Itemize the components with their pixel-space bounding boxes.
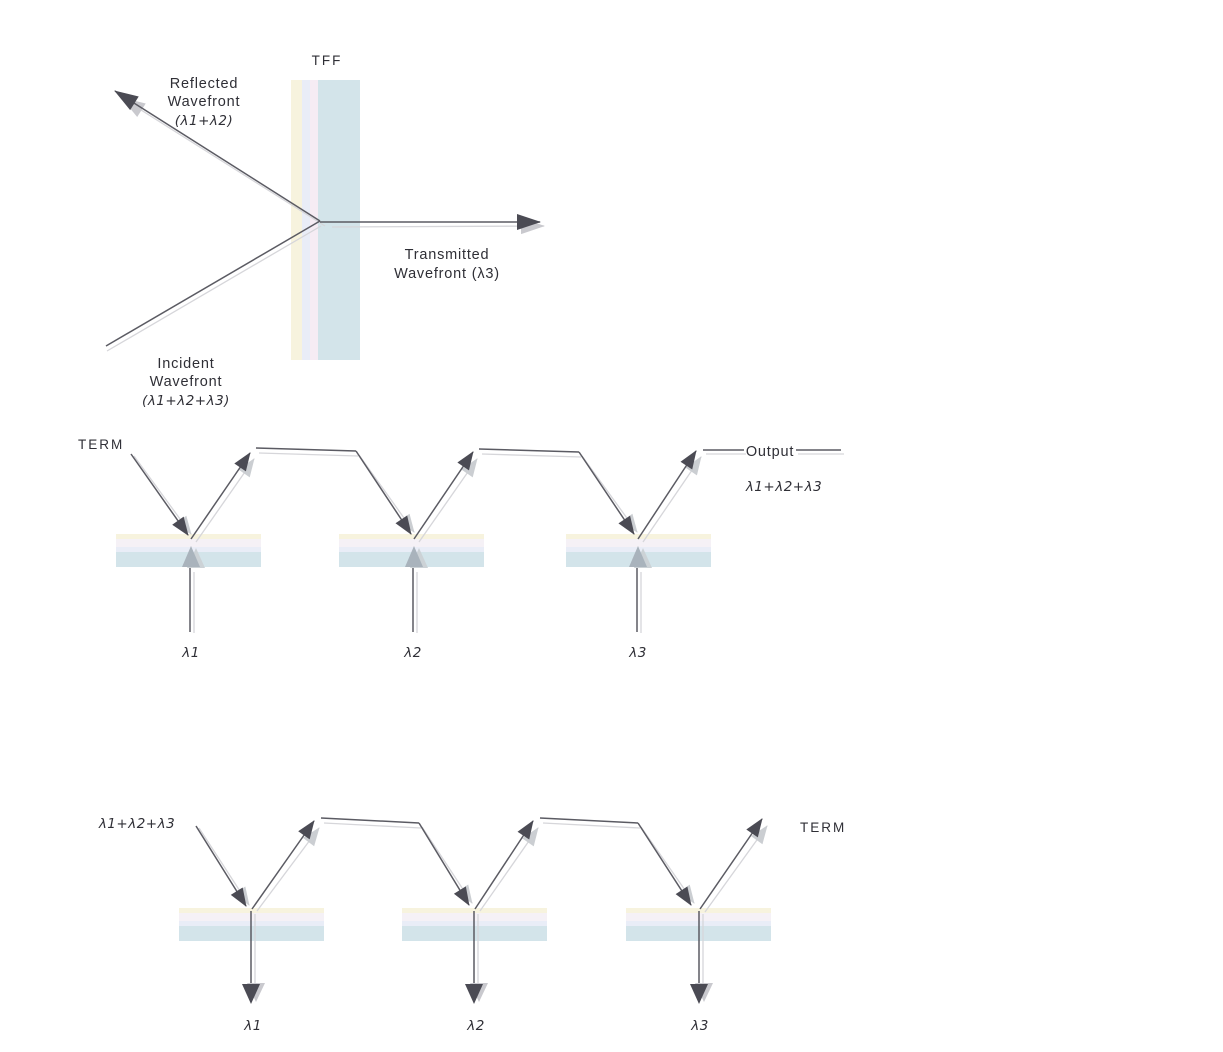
incident-ray-line bbox=[105, 220, 321, 347]
demux-bounce2-down bbox=[637, 822, 692, 906]
mux-bounce1-down bbox=[355, 450, 412, 535]
demux-bounce1-up-shadow bbox=[256, 827, 320, 912]
filter-layer-yellow bbox=[626, 908, 771, 913]
mux-diagram: TERM Output λ1+λ2+λ3 λ1 λ2 λ3 bbox=[78, 437, 844, 661]
mux-ridge1-shadow bbox=[258, 452, 359, 457]
transmitted-ray-shadow bbox=[331, 218, 545, 235]
demux-bounce1-down bbox=[418, 822, 470, 906]
filter-layer-yellow bbox=[116, 534, 261, 539]
reflected-ray-shadow bbox=[121, 97, 326, 227]
filter-layer-yellow bbox=[179, 908, 324, 913]
reflected-wavelengths: (λ1+λ2) bbox=[175, 113, 234, 129]
incident-wavelengths: (λ1+λ2+λ3) bbox=[142, 393, 230, 409]
mux-output-label: Output bbox=[746, 444, 794, 460]
filter-layer-yellow bbox=[339, 534, 484, 539]
filter-layer-white bbox=[566, 539, 711, 547]
demux-input-ray bbox=[195, 825, 247, 907]
demux-diagram: λ1+λ2+λ3 TERM λ1 λ2 λ3 bbox=[98, 816, 846, 1034]
mux-ridge1 bbox=[255, 447, 357, 452]
demux-bounce1-up bbox=[251, 820, 315, 910]
filter-layer-lavender bbox=[339, 547, 484, 552]
demux-term-ray bbox=[699, 818, 763, 910]
mux-ridge2-shadow bbox=[481, 453, 582, 458]
demux-bounce1-down-shadow bbox=[421, 826, 473, 904]
tff-single-filter-diagram: TFF Reflected Wavefront (λ1+λ2) Transmit… bbox=[105, 53, 545, 409]
demux-bounce2-down-shadow bbox=[640, 826, 695, 904]
demux-bounce2-up-shadow bbox=[479, 827, 539, 912]
demux-ridge1 bbox=[320, 817, 420, 824]
transmitted-label-2: Wavefront (λ3) bbox=[394, 266, 500, 282]
filter-layer-white bbox=[116, 539, 261, 547]
demux-ch3-arrowhead bbox=[690, 984, 708, 1004]
mux-bounce1-up bbox=[190, 452, 251, 540]
demux-ridge2-shadow bbox=[542, 822, 641, 829]
mux-ch1-arrowhead bbox=[182, 546, 200, 567]
demux-input-sum: λ1+λ2+λ3 bbox=[98, 816, 175, 832]
mux-output-ray-shadow bbox=[642, 456, 702, 543]
filter-layer-yellow bbox=[566, 534, 711, 539]
mux-ch2-arrowhead bbox=[405, 546, 423, 567]
demux-input-ray-shadow bbox=[198, 827, 250, 906]
mux-bounce2-down-shadow bbox=[581, 455, 638, 533]
incident-label-1: Incident bbox=[157, 356, 214, 372]
mux-output-sum: λ1+λ2+λ3 bbox=[745, 479, 822, 495]
demux-term-label: TERM bbox=[800, 820, 846, 835]
incident-ray-shadow bbox=[106, 225, 322, 352]
demux-ch2-arrowhead bbox=[465, 984, 483, 1004]
demux-ridge1-shadow bbox=[323, 822, 422, 829]
mux-ch1-label: λ1 bbox=[181, 645, 200, 661]
filter-layer-lavender bbox=[116, 547, 261, 552]
mux-term-ray bbox=[130, 453, 189, 536]
mux-ridge2 bbox=[478, 448, 580, 453]
tff-filter-slab bbox=[291, 80, 360, 360]
mux-bounce2-down bbox=[578, 451, 635, 535]
filter-layer-blue bbox=[318, 80, 360, 360]
mux-bounce2-up bbox=[413, 451, 474, 540]
demux-ridge2 bbox=[539, 817, 639, 824]
demux-ch1-label: λ1 bbox=[243, 1018, 262, 1034]
mux-ch2-label: λ2 bbox=[403, 645, 422, 661]
mux-term-ray-shadow bbox=[133, 455, 192, 535]
mux-bounce1-up-shadow bbox=[195, 458, 255, 543]
mux-bounce1-down-shadow bbox=[358, 454, 415, 533]
incident-label-2: Wavefront bbox=[150, 374, 223, 390]
filter-layer-pink bbox=[310, 80, 318, 360]
mux-ch3-arrowhead bbox=[629, 546, 647, 567]
mux-ch3-label: λ3 bbox=[628, 645, 647, 661]
demux-ch1-arrowhead bbox=[242, 984, 260, 1004]
transmitted-label-1: Transmitted bbox=[405, 247, 490, 263]
reflected-ray-line bbox=[114, 90, 321, 222]
demux-ch2-label: λ2 bbox=[466, 1018, 485, 1034]
reflected-label-2: Wavefront bbox=[168, 94, 241, 110]
reflected-label-1: Reflected bbox=[170, 76, 238, 92]
tff-label: TFF bbox=[312, 53, 343, 68]
demux-term-ray-shadow bbox=[704, 825, 768, 913]
filter-layer-yellow bbox=[402, 908, 547, 913]
filter-layer-lavender bbox=[302, 80, 310, 360]
demux-bounce2-up bbox=[474, 820, 534, 910]
filter-layer-white bbox=[339, 539, 484, 547]
filter-layer-yellow bbox=[291, 80, 302, 360]
mux-term-label: TERM bbox=[78, 437, 124, 452]
demux-ch3-label: λ3 bbox=[690, 1018, 709, 1034]
mux-bounce2-up-shadow bbox=[418, 458, 478, 543]
mux-output-ray bbox=[637, 450, 697, 540]
